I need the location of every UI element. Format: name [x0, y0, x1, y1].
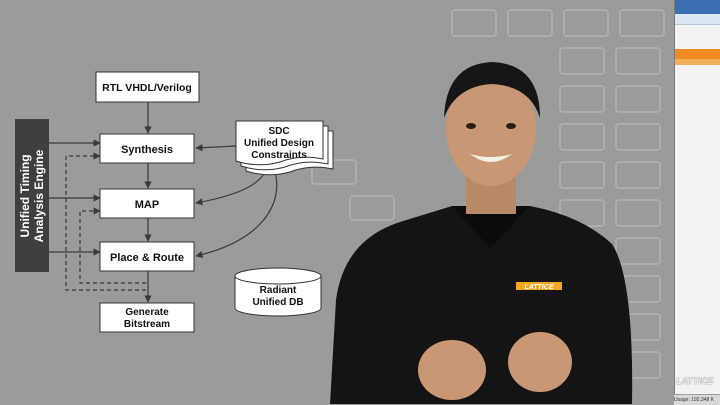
sdc-document-stack: SDC Unified Design Constraints: [235, 120, 334, 176]
memory-usage-text: Usage: 192,348 K: [674, 397, 715, 403]
feedback-dashed-lines: [65, 152, 146, 291]
sdc-label-line3: Constraints: [251, 150, 307, 161]
database-cylinder: Radiant Unified DB: [234, 267, 322, 317]
sdc-label-line2: Unified Design: [244, 138, 314, 149]
db-label-line2: Unified DB: [252, 297, 303, 308]
lattice-logo: LATTICE: [676, 376, 714, 386]
window-accent-strip: [675, 59, 720, 65]
map-node: MAP: [99, 188, 195, 219]
synthesis-label: Synthesis: [121, 144, 173, 156]
engine-connectors: [49, 139, 101, 256]
map-label: MAP: [135, 199, 159, 211]
timing-engine-bar: Unified Timing Analysis Engine: [15, 119, 49, 272]
shirt-logo-text: LATTICE: [524, 284, 553, 291]
synthesis-node: Synthesis: [99, 133, 195, 164]
engine-label-line1: Unified Timing: [18, 154, 32, 237]
sdc-label-line1: SDC: [268, 126, 289, 137]
bitstream-node: Generate Bitstream: [99, 302, 195, 333]
bitstream-label-line2: Bitstream: [124, 319, 170, 330]
place-route-node: Place & Route: [99, 241, 195, 272]
shirt-logo-mark: [516, 282, 562, 290]
side-app-window: [674, 0, 720, 404]
window-toolbar: [675, 14, 720, 25]
presenter: LATTICE: [330, 62, 633, 404]
window-title-bar: [675, 0, 720, 14]
db-label-line1: Radiant: [260, 285, 297, 296]
window-accent-bar: [675, 49, 720, 59]
bitstream-label-line1: Generate: [125, 307, 169, 318]
rtl-node: RTL VHDL/Verilog: [95, 71, 200, 103]
rtl-label: RTL VHDL/Verilog: [102, 82, 192, 94]
engine-label-line2: Analysis Engine: [32, 149, 46, 242]
status-bar: Usage: 192,348 K: [674, 394, 720, 405]
place-route-label: Place & Route: [110, 252, 184, 264]
